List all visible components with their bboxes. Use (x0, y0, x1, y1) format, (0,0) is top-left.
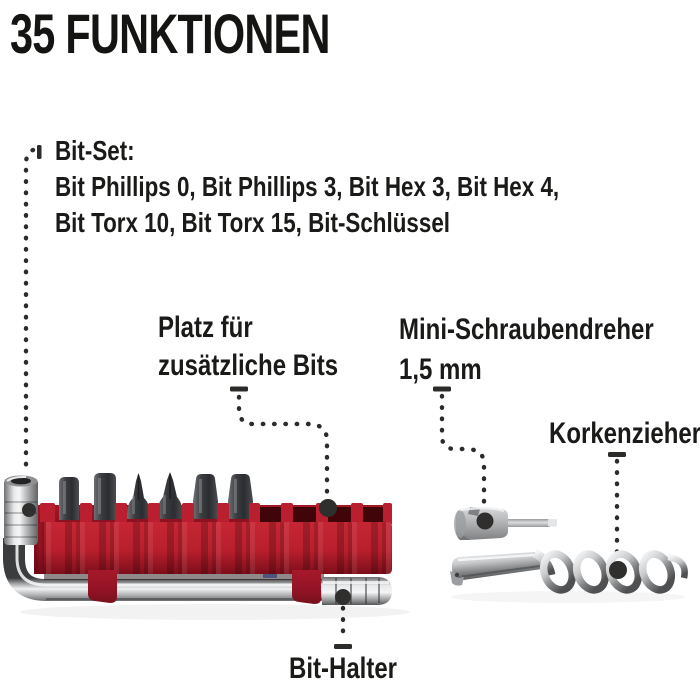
leader-line-extra-bits (236, 394, 330, 497)
bit-set-line2: Bit Torx 10, Bit Torx 15, Bit-Schlüssel (55, 207, 450, 238)
socket-opening (11, 477, 31, 485)
bit-holder-cylinder (322, 577, 392, 605)
rail-groove-texture (34, 522, 392, 574)
mini-screwdriver-tip (548, 519, 557, 527)
bit-hex-4 (94, 473, 116, 520)
mini-screwdriver-photo (454, 507, 557, 540)
bit-torx-15 (228, 474, 253, 519)
bit-torx-10 (193, 474, 218, 519)
extra-bits-line1: Platz für (158, 311, 253, 344)
connector-dot-extra-bits (319, 499, 337, 517)
corkscrew-handle-hook (450, 571, 464, 586)
empty-slot (292, 507, 317, 522)
connector-dot-bit-set (22, 503, 36, 517)
bit-driver-photo (3, 472, 392, 605)
rail-dividers (40, 503, 392, 525)
socket-cylinder (4, 475, 38, 545)
bit-hex-3 (59, 477, 79, 520)
mini-screwdriver-line2: 1,5 mm (399, 353, 482, 386)
connector-dot-mini-screwdriver (476, 512, 494, 530)
leader-ticks (37, 145, 626, 649)
extra-bits-line2: zusätzliche Bits (158, 349, 339, 382)
corkscrew-helix (539, 550, 688, 594)
callout-mini-screwdriver: Mini-Schraubendreher 1,5 mm (399, 310, 654, 390)
mini-screwdriver-line1: Mini-Schraubendreher (399, 313, 654, 346)
bit-set-line1: Bit Phillips 0, Bit Phillips 3, Bit Hex … (55, 171, 560, 202)
bit-set-heading: Bit-Set: (55, 135, 135, 166)
empty-slot (258, 507, 282, 522)
red-clip-left (88, 570, 117, 603)
red-bit-rail (34, 472, 392, 580)
leader-line-bit-set (23, 147, 36, 473)
callout-bit-set: Bit-Set: Bit Phillips 0, Bit Phillips 3,… (55, 133, 559, 241)
shadow-corkscrew (450, 591, 686, 603)
connector-dot-corkscrew (609, 561, 627, 579)
callout-extra-bits: Platz für zusätzliche Bits (158, 309, 338, 385)
callout-corkscrew: Korkenzieher (549, 417, 700, 450)
shadow-bit-rail (20, 604, 410, 620)
mini-screwdriver-collar (454, 510, 466, 538)
empty-slot (362, 507, 384, 522)
connector-dots (22, 499, 627, 605)
tick-extra-bits (230, 386, 248, 392)
bit-phillips-3 (157, 472, 183, 519)
tick-mini-screwdriver (433, 386, 451, 392)
bit-phillips-0 (127, 473, 150, 519)
rail-left-shadow (34, 522, 44, 574)
leader-line-mini-screwdriver (439, 393, 487, 510)
page-title: 35 FUNKTIONEN (10, 2, 330, 65)
callout-bit-holder: Bit-Halter (289, 652, 398, 685)
tick-corkscrew (608, 452, 626, 457)
connector-dot-bit-holder (335, 589, 351, 605)
tick-bit-holder (334, 644, 352, 649)
rod-shadow (44, 574, 324, 580)
mini-screwdriver-shaft (506, 519, 550, 527)
red-clip-right (292, 570, 321, 604)
corkscrew-photo (450, 549, 688, 594)
tick-bit-set (37, 145, 42, 159)
leader-lines (23, 147, 620, 642)
bits-row (59, 472, 253, 520)
